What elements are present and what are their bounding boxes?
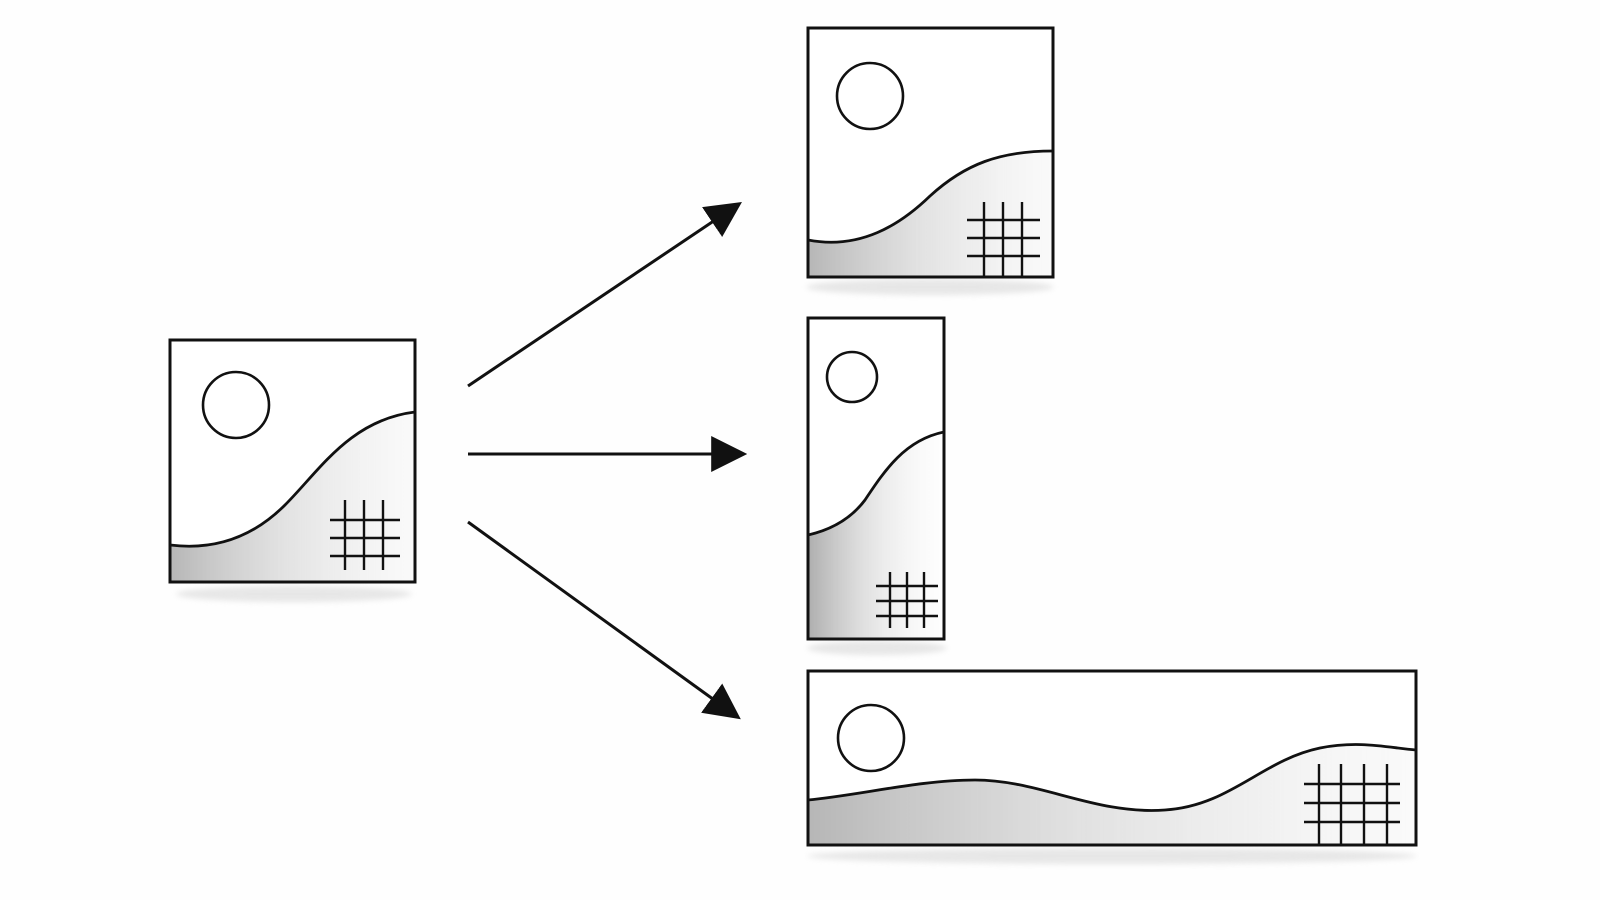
source-image-sun-icon bbox=[201, 370, 271, 440]
tall-crop-frame bbox=[806, 316, 946, 641]
arrow-to-square-crop bbox=[467, 201, 742, 388]
wide-crop-hill-wash bbox=[808, 744, 1416, 845]
wide-crop-frame bbox=[806, 669, 1418, 847]
wide-crop-sun-icon bbox=[836, 703, 906, 773]
tall-crop-hill-wash bbox=[808, 432, 944, 639]
tall-crop-shadow bbox=[807, 641, 947, 655]
tall-crop-hill-line bbox=[808, 430, 944, 537]
source-image-shadow bbox=[176, 586, 412, 602]
square-crop-grid-icon bbox=[967, 202, 1040, 276]
tall-crop-card bbox=[806, 316, 947, 655]
square-crop-hill-wash bbox=[808, 151, 1053, 277]
source-image-grid-icon bbox=[330, 500, 400, 570]
source-image-card bbox=[168, 338, 417, 602]
wide-crop-shadow bbox=[807, 848, 1417, 864]
square-crop-shadow bbox=[806, 279, 1054, 295]
wide-crop-grid-icon bbox=[1304, 764, 1400, 844]
wide-crop-hill-line bbox=[808, 743, 1416, 812]
square-crop-sun-icon bbox=[835, 61, 905, 131]
square-crop-card bbox=[806, 26, 1055, 295]
source-image-hill-line bbox=[170, 410, 415, 548]
arrow-to-wide-crop bbox=[467, 520, 741, 720]
square-crop-hill-line bbox=[808, 149, 1053, 244]
tall-crop-grid-icon bbox=[876, 572, 938, 628]
wide-crop-card bbox=[806, 669, 1418, 864]
square-crop-frame bbox=[806, 26, 1055, 279]
source-image-frame bbox=[168, 338, 417, 584]
tall-crop-sun-icon bbox=[825, 350, 879, 404]
